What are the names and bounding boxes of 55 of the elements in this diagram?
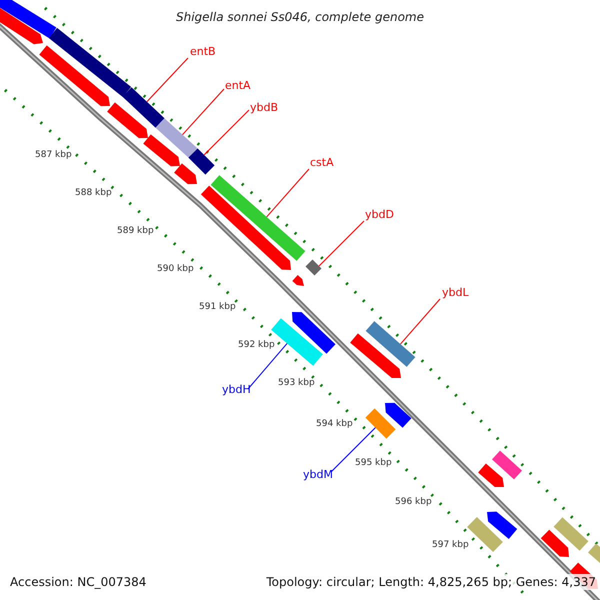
position-label: 588 kbp [75,188,112,199]
leader-line [266,168,310,218]
gene-bar [188,148,215,175]
position-label: 587 kbp [35,150,72,161]
gene-bar [478,464,504,487]
position-label: 595 kbp [355,458,392,469]
gene-bar [122,87,164,128]
leader-line [318,220,364,266]
gene-bar [385,402,412,428]
gene-bar [0,5,43,44]
gene-bar [0,0,56,38]
map-title: Shigella sonnei Ss046, complete genome [174,9,425,26]
gene-label: ybdH [222,383,251,396]
gene-bar [365,408,396,439]
gene-bar [292,312,336,354]
leader-line [400,298,440,345]
gene-label: ybdL [442,286,469,299]
leader-line [204,110,250,156]
gene-bar [156,118,198,158]
position-label: 597 kbp [432,540,469,551]
gene-bar [350,333,401,378]
gene-bar [48,28,132,98]
leader-line [248,342,288,390]
position-label: 589 kbp [117,226,154,237]
gene-bar [487,512,518,539]
leader-line [330,427,376,472]
accession-text: Accession: NC_007384 [8,574,148,590]
gene-bar [467,517,503,552]
gene-bar [492,450,522,480]
gene-bar [200,186,291,270]
gene-bar [210,175,306,261]
gene-label: ybdM [303,468,333,481]
position-label: 592 kbp [238,340,275,351]
position-label: 594 kbp [316,419,353,430]
gene-bar [366,321,416,367]
gene-bar [107,102,148,138]
gene-bar [174,163,197,184]
leader-line [146,58,188,102]
position-label: 590 kbp [157,264,194,275]
gene-bar [540,530,569,557]
gene-label: entB [190,45,216,58]
genome-summary-text: Topology: circular; Length: 4,825,265 bp; Genes: 4,337 [264,574,598,590]
position-label: 591 kbp [199,302,236,313]
gene-bar [143,134,180,166]
gene-label: ybdD [365,208,394,221]
gene-label: cstA [310,156,334,169]
gene-bar [292,275,304,286]
leader-line [182,88,224,136]
gene-bar [306,260,322,276]
gene-label: entA [225,79,251,92]
gene-bar [39,45,110,106]
gene-label: ybdB [250,101,278,114]
gene-bar [554,517,588,551]
position-label: 593 kbp [278,378,315,389]
position-label: 596 kbp [395,497,432,508]
